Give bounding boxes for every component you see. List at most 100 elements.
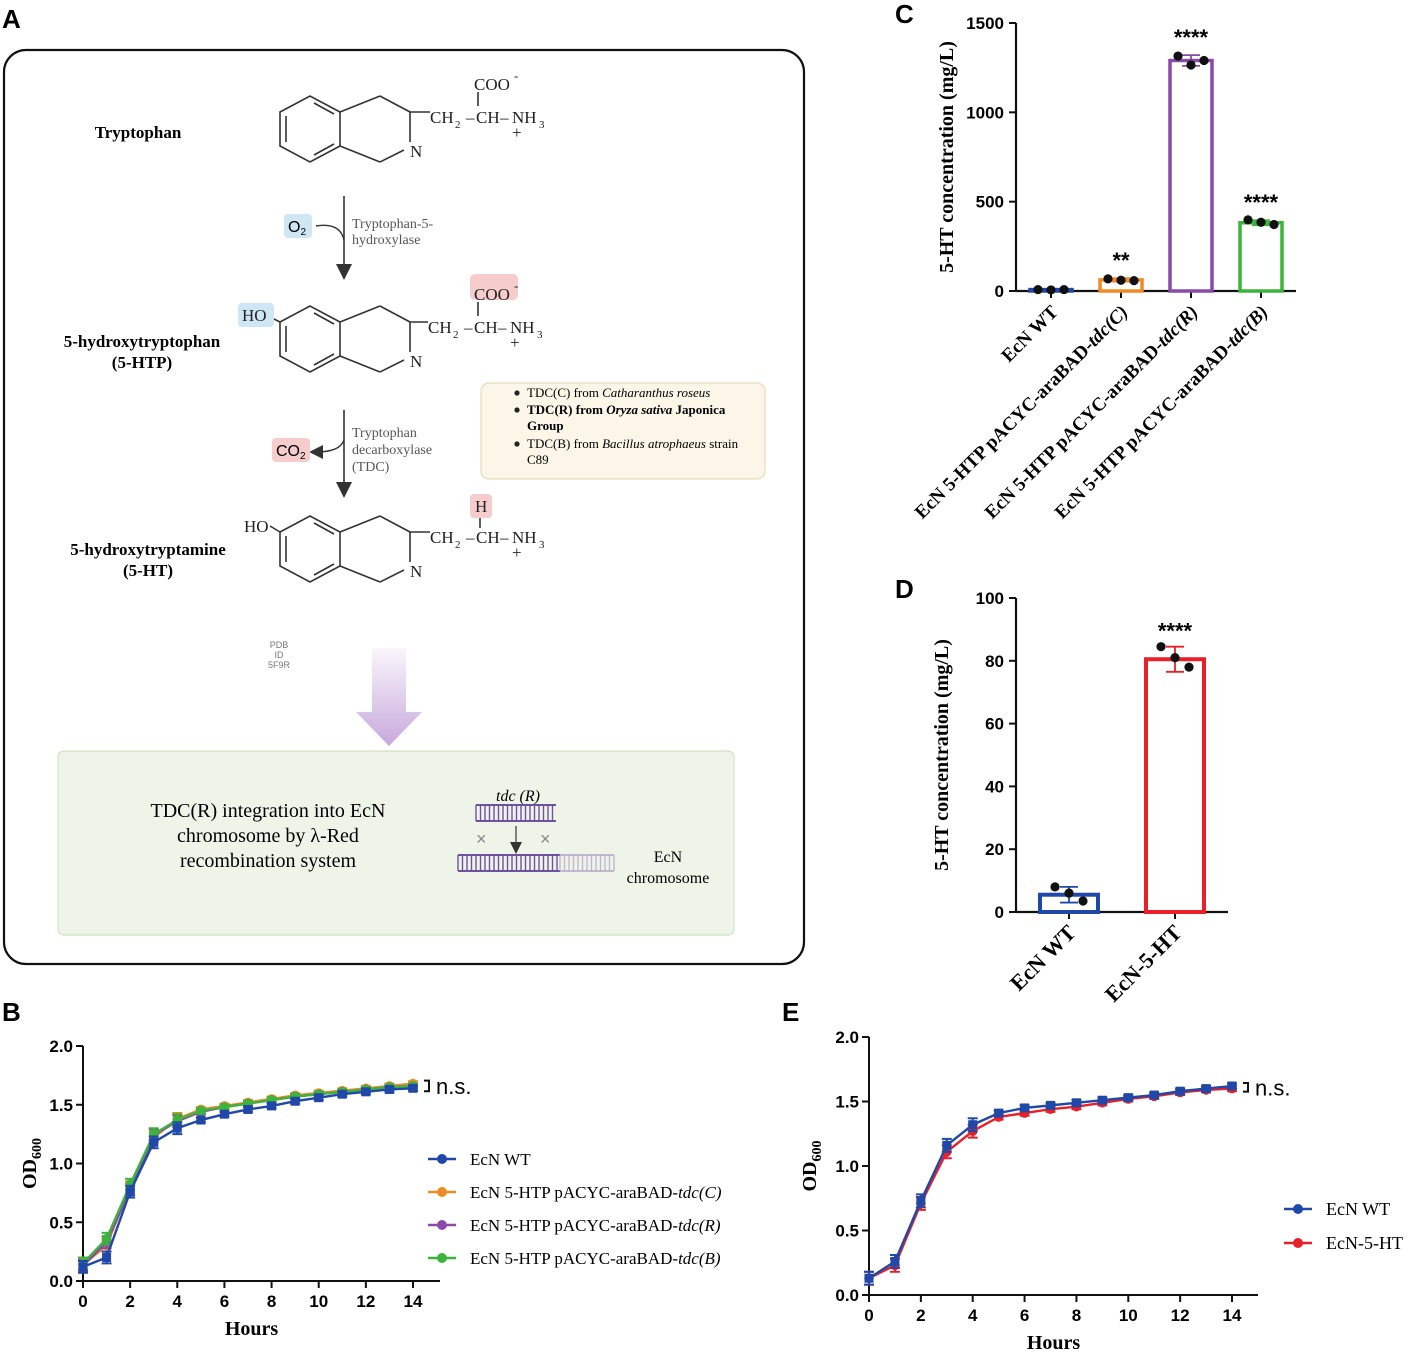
y-tick-label: 40 bbox=[985, 777, 1004, 796]
ns-annotation: n.s. bbox=[436, 1074, 471, 1099]
series-marker bbox=[384, 1084, 394, 1094]
svg-text:+: + bbox=[512, 123, 522, 142]
svg-text:CH: CH bbox=[474, 318, 498, 337]
significance-label: ** bbox=[1112, 248, 1130, 273]
svg-text:2: 2 bbox=[455, 539, 461, 551]
category-label-0: EcN WT bbox=[1005, 920, 1081, 996]
y-tick-label: 2.0 bbox=[49, 1037, 73, 1056]
o2-curve bbox=[315, 224, 345, 241]
series-marker bbox=[942, 1140, 952, 1150]
series-marker bbox=[1175, 1086, 1185, 1096]
enzyme-2-line-1: Tryptophan bbox=[352, 426, 417, 441]
legend-label-1: EcN-5-HT bbox=[1326, 1233, 1403, 1253]
y-tick-label: 500 bbox=[976, 193, 1004, 212]
category-label-1: EcN-5-HT bbox=[1100, 920, 1187, 1007]
integration-text-1: TDC(R) integration into EcN bbox=[151, 800, 386, 822]
data-point bbox=[1170, 653, 1180, 663]
ho-box bbox=[238, 303, 274, 327]
x-tick-label: 2 bbox=[916, 1306, 925, 1325]
series-marker bbox=[172, 1123, 182, 1133]
x-tick-label: 14 bbox=[404, 1292, 423, 1311]
data-point bbox=[1173, 51, 1183, 61]
legend-item-1: TDC(R) from Oryza sativa Japonica bbox=[527, 402, 726, 417]
significance-label: **** bbox=[1174, 25, 1209, 50]
x-tick-label: 12 bbox=[356, 1292, 375, 1311]
bar-3 bbox=[1238, 220, 1284, 293]
ns-bracket bbox=[1243, 1082, 1249, 1093]
series-marker bbox=[1149, 1090, 1159, 1100]
series-marker bbox=[102, 1253, 112, 1262]
tryptophan-label: Tryptophan bbox=[95, 123, 182, 142]
y-tick-label: 0.5 bbox=[49, 1213, 73, 1232]
cross-mark: × bbox=[476, 829, 487, 849]
y-axis-title: 5-HT concentration (mg/L) bbox=[931, 639, 953, 871]
series-marker bbox=[149, 1137, 159, 1147]
series-marker bbox=[890, 1256, 900, 1266]
dna-recombination-diagram: ×× bbox=[457, 804, 615, 872]
integration-box bbox=[57, 750, 735, 936]
legend-bullet bbox=[514, 407, 520, 413]
series-marker bbox=[219, 1102, 230, 1112]
x-tick-label: 0 bbox=[864, 1306, 873, 1325]
enzyme-1-line-2: hydroxylase bbox=[352, 233, 420, 248]
x-axis-title: Hours bbox=[225, 1318, 279, 1340]
svg-text:2: 2 bbox=[455, 119, 461, 131]
htp-structure bbox=[267, 302, 479, 373]
series-marker bbox=[125, 1187, 135, 1197]
svg-text:3: 3 bbox=[539, 539, 545, 551]
data-point bbox=[1033, 284, 1043, 295]
data-point bbox=[1199, 55, 1209, 66]
data-point bbox=[1078, 896, 1088, 906]
tdc-gene-label: tdc (R) bbox=[496, 788, 540, 805]
h-box bbox=[470, 494, 492, 518]
data-point bbox=[1186, 60, 1196, 70]
y-tick-label: 100 bbox=[976, 589, 1004, 608]
svg-text:3: 3 bbox=[537, 329, 543, 341]
htp-abbr-label: (5-HTP) bbox=[112, 353, 172, 372]
enzyme-1-line-1: Tryptophan-5- bbox=[352, 217, 433, 232]
svg-text:+: + bbox=[512, 543, 522, 562]
legend-bullet bbox=[514, 390, 520, 396]
panel-label-a: A bbox=[2, 4, 21, 34]
x-tick-label: 10 bbox=[1119, 1306, 1138, 1325]
svg-text:CH: CH bbox=[476, 108, 500, 127]
panel-label-e: E bbox=[782, 997, 799, 1027]
svg-text:NH: NH bbox=[512, 528, 537, 547]
series-marker bbox=[314, 1093, 324, 1103]
data-point bbox=[1046, 285, 1056, 295]
legend-bullet bbox=[514, 441, 520, 447]
y-axis-title: 5-HT concentration (mg/L) bbox=[936, 41, 958, 273]
ecn-label-1: EcN bbox=[654, 849, 683, 866]
series-marker bbox=[864, 1273, 874, 1283]
y-tick-label: 60 bbox=[985, 715, 1004, 734]
svg-text:–: – bbox=[463, 318, 473, 337]
pdb-line-1: PDB bbox=[270, 640, 289, 650]
integration-text-3: recombination system bbox=[180, 850, 357, 872]
y-tick-label: 20 bbox=[985, 840, 1004, 859]
y-axis-title: OD600 bbox=[799, 1141, 825, 1192]
data-point bbox=[1064, 888, 1074, 898]
tdc-source-legend-box bbox=[480, 382, 766, 480]
svg-text:CH: CH bbox=[476, 528, 500, 547]
svg-text:N: N bbox=[410, 142, 422, 161]
x-tick-label: 4 bbox=[968, 1306, 978, 1325]
series-marker bbox=[361, 1087, 371, 1097]
legend-label-3: EcN 5-HTP pACYC-araBAD-tdc(B) bbox=[470, 1249, 721, 1268]
series-marker bbox=[196, 1105, 206, 1116]
y-tick-label: 1.5 bbox=[49, 1096, 73, 1115]
y-tick-label: 0.0 bbox=[835, 1286, 859, 1305]
svg-text:–: – bbox=[465, 528, 475, 547]
data-point bbox=[1129, 276, 1139, 286]
x-tick-label: 14 bbox=[1223, 1306, 1242, 1325]
pdb-line-2: ID bbox=[275, 650, 285, 660]
data-point bbox=[1059, 284, 1069, 295]
y-tick-label: 0.0 bbox=[49, 1272, 73, 1291]
svg-text:–: – bbox=[497, 318, 507, 337]
series-marker bbox=[1020, 1103, 1030, 1113]
y-tick-label: 80 bbox=[985, 652, 1004, 671]
